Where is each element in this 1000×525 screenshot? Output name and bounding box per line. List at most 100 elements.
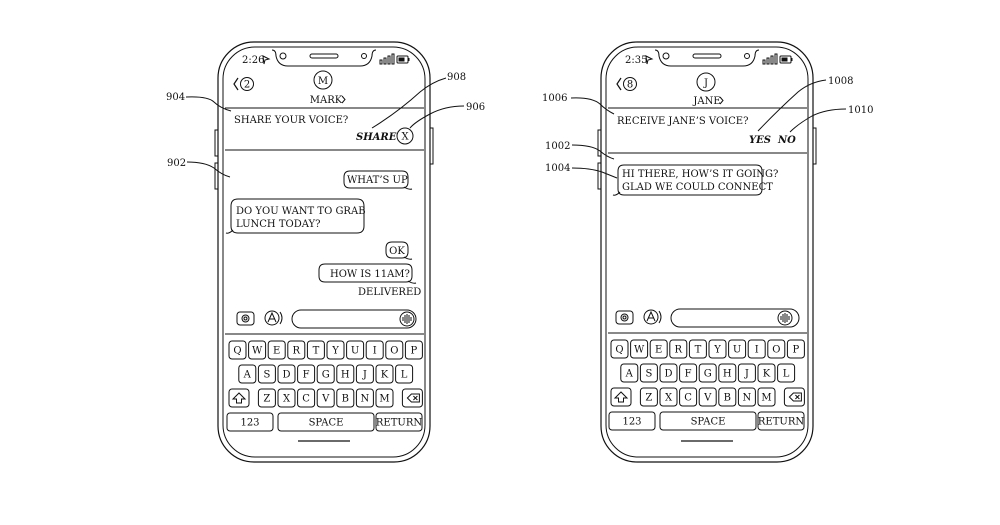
backspace-key[interactable] — [401, 388, 423, 408]
key-s[interactable]: S — [257, 364, 276, 384]
key-x[interactable]: X — [659, 387, 678, 407]
key-n[interactable]: N — [355, 388, 374, 408]
key-j[interactable]: J — [737, 363, 756, 383]
app-store-icon[interactable] — [264, 310, 283, 326]
key-h[interactable]: H — [718, 363, 737, 383]
key-e[interactable]: E — [649, 339, 668, 359]
key-label: L — [783, 369, 790, 380]
key-x[interactable]: X — [277, 388, 296, 408]
status-time: 2:35 — [625, 55, 647, 66]
camera-icon[interactable] — [236, 311, 255, 326]
back-chevron-icon[interactable] — [233, 77, 239, 91]
key-y[interactable]: Y — [708, 339, 727, 359]
phone-body-outer — [217, 41, 431, 463]
backspace-icon — [788, 392, 802, 402]
key-s[interactable]: S — [639, 363, 658, 383]
key-t[interactable]: T — [688, 339, 707, 359]
key-c[interactable]: C — [297, 388, 316, 408]
back-chevron-icon[interactable] — [616, 77, 622, 91]
key-q[interactable]: Q — [610, 339, 629, 359]
front-camera-icon — [662, 52, 670, 60]
contact-chevron-icon[interactable] — [719, 96, 724, 105]
key-r[interactable]: R — [287, 340, 306, 360]
key-d[interactable]: D — [277, 364, 296, 384]
key-r[interactable]: R — [669, 339, 688, 359]
key-o[interactable]: O — [385, 340, 404, 360]
key-z[interactable]: Z — [257, 388, 276, 408]
return-key[interactable]: RETURN — [375, 412, 423, 432]
key-j[interactable]: J — [355, 364, 374, 384]
camera-icon[interactable] — [615, 310, 634, 325]
key-a[interactable]: A — [620, 363, 639, 383]
voice-waveform-icon[interactable] — [399, 311, 415, 327]
avatar-initial: M — [318, 76, 328, 87]
space-key[interactable]: SPACE — [659, 411, 757, 431]
key-d[interactable]: D — [659, 363, 678, 383]
key-l[interactable]: L — [395, 364, 414, 384]
key-v[interactable]: V — [698, 387, 717, 407]
key-o[interactable]: O — [767, 339, 786, 359]
key-f[interactable]: F — [679, 363, 698, 383]
share-button[interactable]: SHARE — [356, 132, 397, 143]
leader-line-1006 — [570, 97, 615, 115]
contact-avatar[interactable] — [313, 70, 333, 90]
message-input[interactable] — [291, 309, 417, 329]
contact-chevron-icon[interactable] — [341, 95, 346, 104]
key-label: H — [341, 370, 350, 381]
numbers-key[interactable]: 123 — [226, 412, 274, 432]
message-text: LUNCH TODAY? — [236, 219, 321, 230]
key-t[interactable]: T — [306, 340, 325, 360]
contact-name[interactable]: MARK — [310, 95, 343, 106]
back-count-badge[interactable] — [240, 77, 254, 91]
backspace-key[interactable] — [783, 387, 805, 407]
yes-button[interactable]: YES — [749, 135, 771, 146]
key-i[interactable]: I — [747, 339, 766, 359]
voice-waveform-icon[interactable] — [777, 310, 793, 326]
no-button[interactable]: NO — [777, 135, 796, 146]
key-b[interactable]: B — [336, 388, 355, 408]
key-label: N — [743, 393, 752, 404]
key-w[interactable]: W — [248, 340, 267, 360]
contact-name[interactable]: JANE — [692, 96, 720, 107]
key-z[interactable]: Z — [639, 387, 658, 407]
message-text: GLAD WE COULD CONNECT — [622, 182, 773, 193]
key-g[interactable]: G — [316, 364, 335, 384]
space-key[interactable]: SPACE — [277, 412, 375, 432]
back-count-badge[interactable] — [623, 77, 637, 91]
key-u[interactable]: U — [728, 339, 747, 359]
key-u[interactable]: U — [346, 340, 365, 360]
key-y[interactable]: Y — [326, 340, 345, 360]
key-label: E — [655, 345, 662, 356]
close-banner-button[interactable] — [396, 127, 414, 145]
key-b[interactable]: B — [718, 387, 737, 407]
message-input[interactable] — [670, 308, 800, 328]
key-m[interactable]: M — [757, 387, 776, 407]
battery-icon — [396, 55, 410, 64]
key-m[interactable]: M — [375, 388, 394, 408]
contact-avatar[interactable] — [696, 72, 716, 92]
shift-key[interactable] — [228, 388, 250, 408]
key-n[interactable]: N — [737, 387, 756, 407]
key-l[interactable]: L — [777, 363, 796, 383]
ref-label-1008: 1008 — [828, 76, 853, 87]
key-p[interactable]: P — [786, 339, 805, 359]
leader-line-1002 — [571, 144, 615, 160]
key-v[interactable]: V — [316, 388, 335, 408]
key-g[interactable]: G — [698, 363, 717, 383]
key-a[interactable]: A — [238, 364, 257, 384]
key-i[interactable]: I — [365, 340, 384, 360]
key-w[interactable]: W — [630, 339, 649, 359]
shift-key[interactable] — [610, 387, 632, 407]
return-key[interactable]: RETURN — [757, 411, 805, 431]
numbers-key[interactable]: 123 — [608, 411, 656, 431]
key-k[interactable]: K — [375, 364, 394, 384]
key-h[interactable]: H — [336, 364, 355, 384]
key-f[interactable]: F — [297, 364, 316, 384]
key-e[interactable]: E — [267, 340, 286, 360]
key-q[interactable]: Q — [228, 340, 247, 360]
app-store-icon[interactable] — [643, 309, 662, 325]
key-c[interactable]: C — [679, 387, 698, 407]
key-p[interactable]: P — [404, 340, 423, 360]
right-reference-labels: 1006 1002 1004 1008 1010 — [542, 76, 873, 179]
key-k[interactable]: K — [757, 363, 776, 383]
